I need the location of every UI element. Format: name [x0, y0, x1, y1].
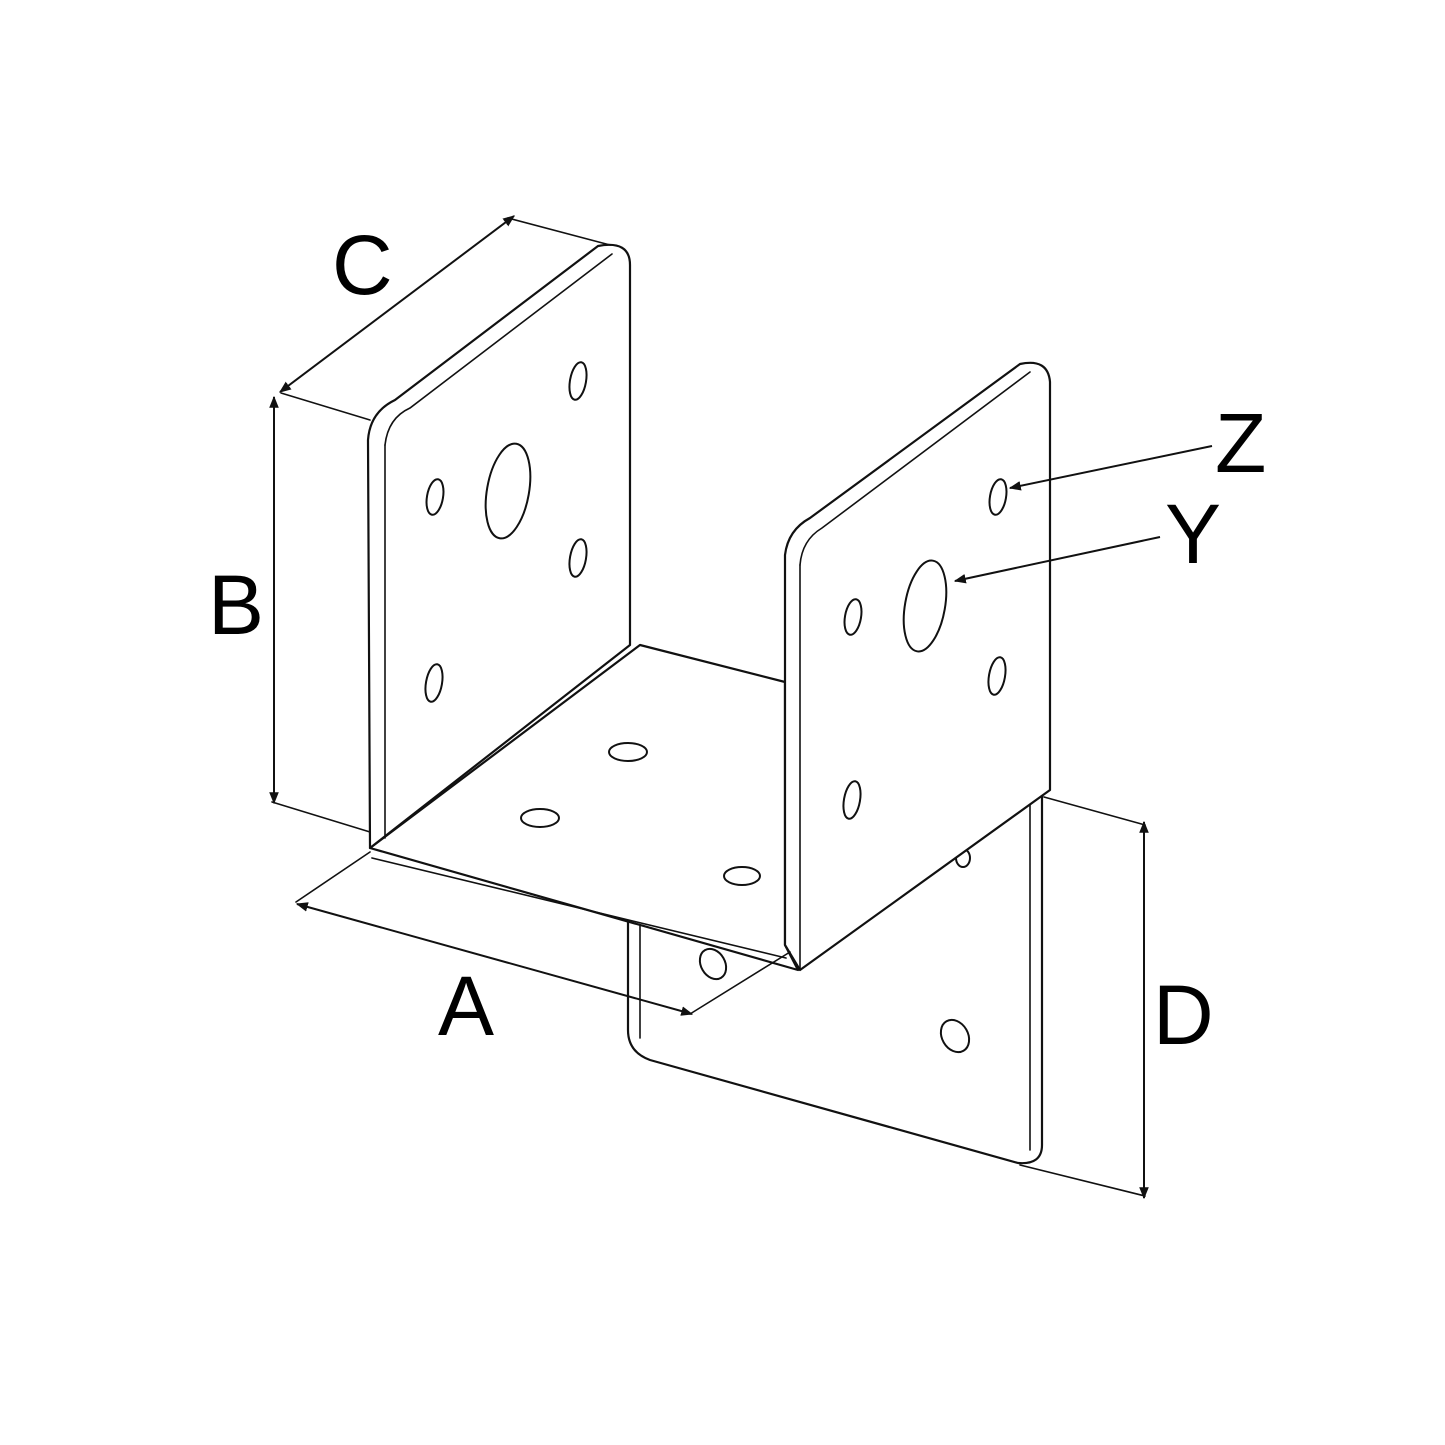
right-side-plate: [783, 361, 1052, 972]
left-plate-small-hole: [568, 361, 588, 401]
dimension-c-label: C: [332, 218, 393, 312]
dimension-a-arrow: [295, 902, 694, 1016]
dimension-a-label: A: [438, 959, 494, 1053]
lower-plate-hole: [698, 947, 728, 981]
right-plate-small-hole: [988, 478, 1008, 516]
callout-y-label: Y: [1165, 487, 1221, 581]
left-plate-large-hole: [484, 442, 532, 540]
callout-z-leader: [1008, 445, 1213, 491]
u-base-plate: [368, 643, 800, 972]
dimension-c: C: [279, 215, 515, 393]
base-hole: [723, 866, 761, 886]
dimension-d: D: [1139, 820, 1214, 1200]
callout-y-leader: [953, 536, 1161, 584]
dimension-b-label: B: [208, 558, 264, 652]
left-plate-small-hole: [424, 663, 444, 703]
left-side-plate: [366, 243, 632, 850]
callout-z-label: Z: [1215, 396, 1266, 490]
callout-y: Y: [953, 487, 1221, 584]
lower-plate-hole: [939, 1018, 971, 1054]
base-hole: [520, 808, 560, 828]
right-plate-small-hole: [843, 598, 863, 636]
dimension-b: B: [208, 395, 279, 805]
right-plate-small-hole: [842, 780, 862, 820]
dimension-d-label: D: [1153, 968, 1214, 1062]
left-plate-small-hole: [568, 538, 588, 578]
left-plate-small-hole: [425, 478, 445, 516]
right-plate-small-hole: [987, 656, 1007, 696]
right-plate-large-hole: [902, 559, 948, 653]
callout-z: Z: [1008, 396, 1266, 491]
dimension-c-arrow: [279, 215, 515, 393]
extension-lines: [271, 217, 1146, 1197]
base-hole: [608, 742, 648, 762]
dimension-a: A: [295, 902, 694, 1053]
